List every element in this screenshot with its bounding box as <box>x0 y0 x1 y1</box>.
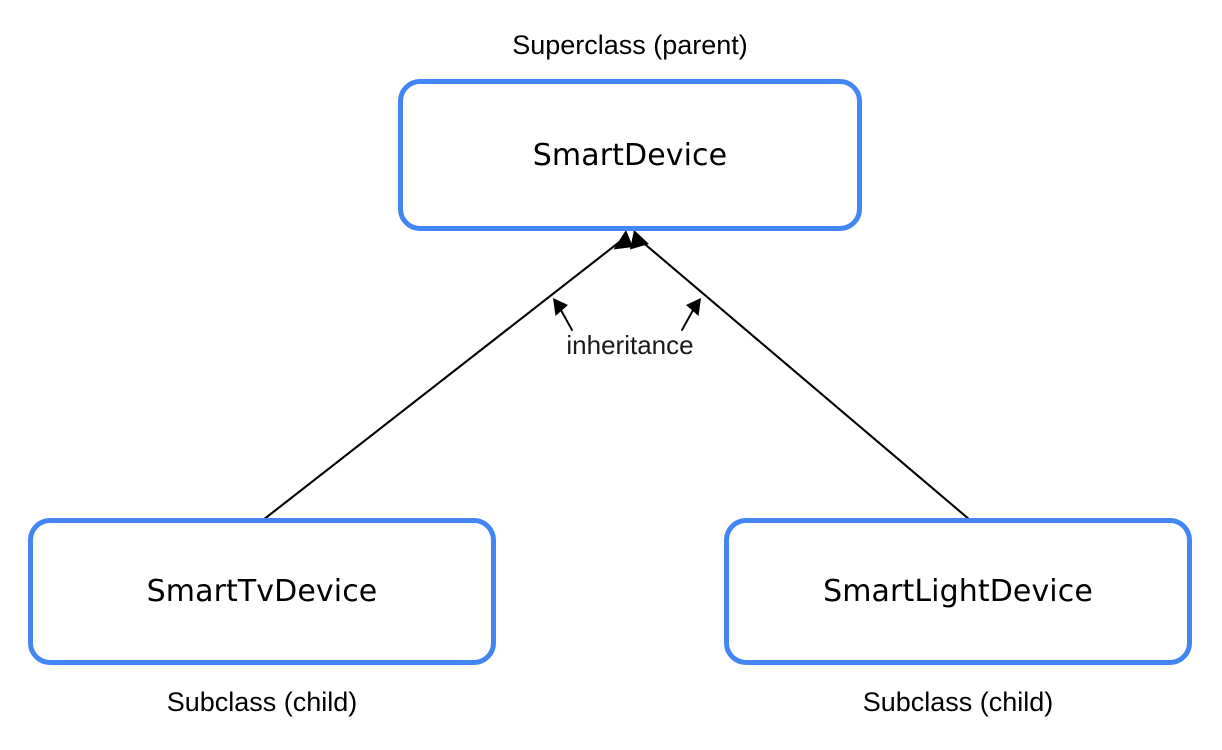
edge-smartlightdevice-to-smartdevice <box>630 230 972 522</box>
subclass-tv-role-label: Subclass (child) <box>166 687 358 717</box>
class-name-smartlightdevice: SmartLightDevice <box>823 574 1093 609</box>
annotation-arrow-right-icon <box>681 298 701 331</box>
class-box-smarttvdevice[interactable]: SmartTvDevice <box>28 518 496 665</box>
edge-smarttvdevice-to-smartdevice <box>261 230 633 522</box>
class-box-smartlightdevice[interactable]: SmartLightDevice <box>724 518 1192 665</box>
annotation-arrow-left-icon <box>553 298 573 331</box>
inheritance-edge-label: inheritance <box>566 330 694 360</box>
class-box-smartdevice[interactable]: SmartDevice <box>398 79 862 231</box>
class-name-smartdevice: SmartDevice <box>532 137 728 173</box>
superclass-role-label: Superclass (parent) <box>512 30 748 60</box>
class-name-smarttvdevice: SmartTvDevice <box>146 574 378 609</box>
subclass-light-role-label: Subclass (child) <box>862 687 1054 717</box>
